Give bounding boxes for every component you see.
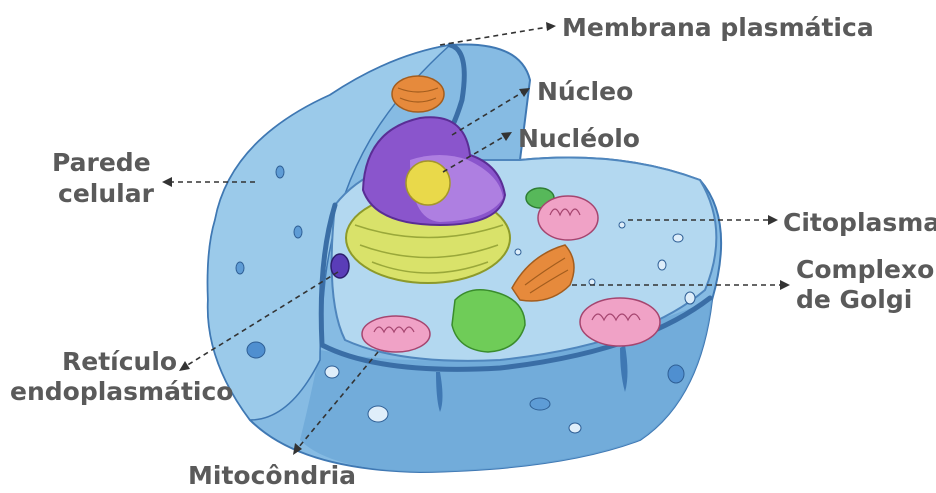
vesicle (589, 279, 595, 285)
label-reticulo-line1: Retículo (62, 347, 177, 376)
arrowhead (780, 280, 790, 290)
vesicle (619, 222, 625, 228)
vesicle (515, 249, 521, 255)
arrowhead (546, 22, 556, 31)
vesicle (247, 342, 265, 358)
vesicle (569, 423, 581, 433)
vesicle (236, 262, 244, 274)
vesicle (276, 166, 284, 178)
vesicle (668, 365, 684, 383)
label-parede-line2: celular (58, 179, 155, 208)
label-mitocondria: Mitocôndria (188, 461, 356, 490)
arrowhead (179, 361, 190, 371)
vesicle (658, 260, 666, 270)
mitochondrion-top (538, 196, 598, 240)
label-nucleolo: Nucléolo (518, 124, 640, 153)
nucleolus (406, 161, 450, 205)
label-reticulo-line2: endoplasmático (10, 377, 233, 406)
vesicle (530, 398, 550, 410)
mitochondrion-left (362, 316, 430, 352)
arrowhead (162, 177, 172, 187)
leader-membrana (440, 27, 548, 45)
vesicle (294, 226, 302, 238)
mitochondrion-right (580, 298, 660, 346)
vesicle (325, 366, 339, 378)
label-citoplasma: Citoplasma (783, 208, 936, 237)
vesicle (673, 234, 683, 242)
label-golgi-line2: de Golgi (796, 285, 912, 314)
golgi-top (392, 76, 444, 112)
vesicle (685, 292, 695, 304)
label-membrana-plasmatica: Membrana plasmática (562, 13, 874, 42)
arrowhead (768, 215, 778, 225)
golgi-top-body (392, 76, 444, 112)
label-nucleo: Núcleo (537, 77, 633, 106)
vesicle (368, 406, 388, 422)
label-parede-line1: Parede (52, 148, 151, 177)
label-golgi-line1: Complexo (796, 255, 934, 284)
